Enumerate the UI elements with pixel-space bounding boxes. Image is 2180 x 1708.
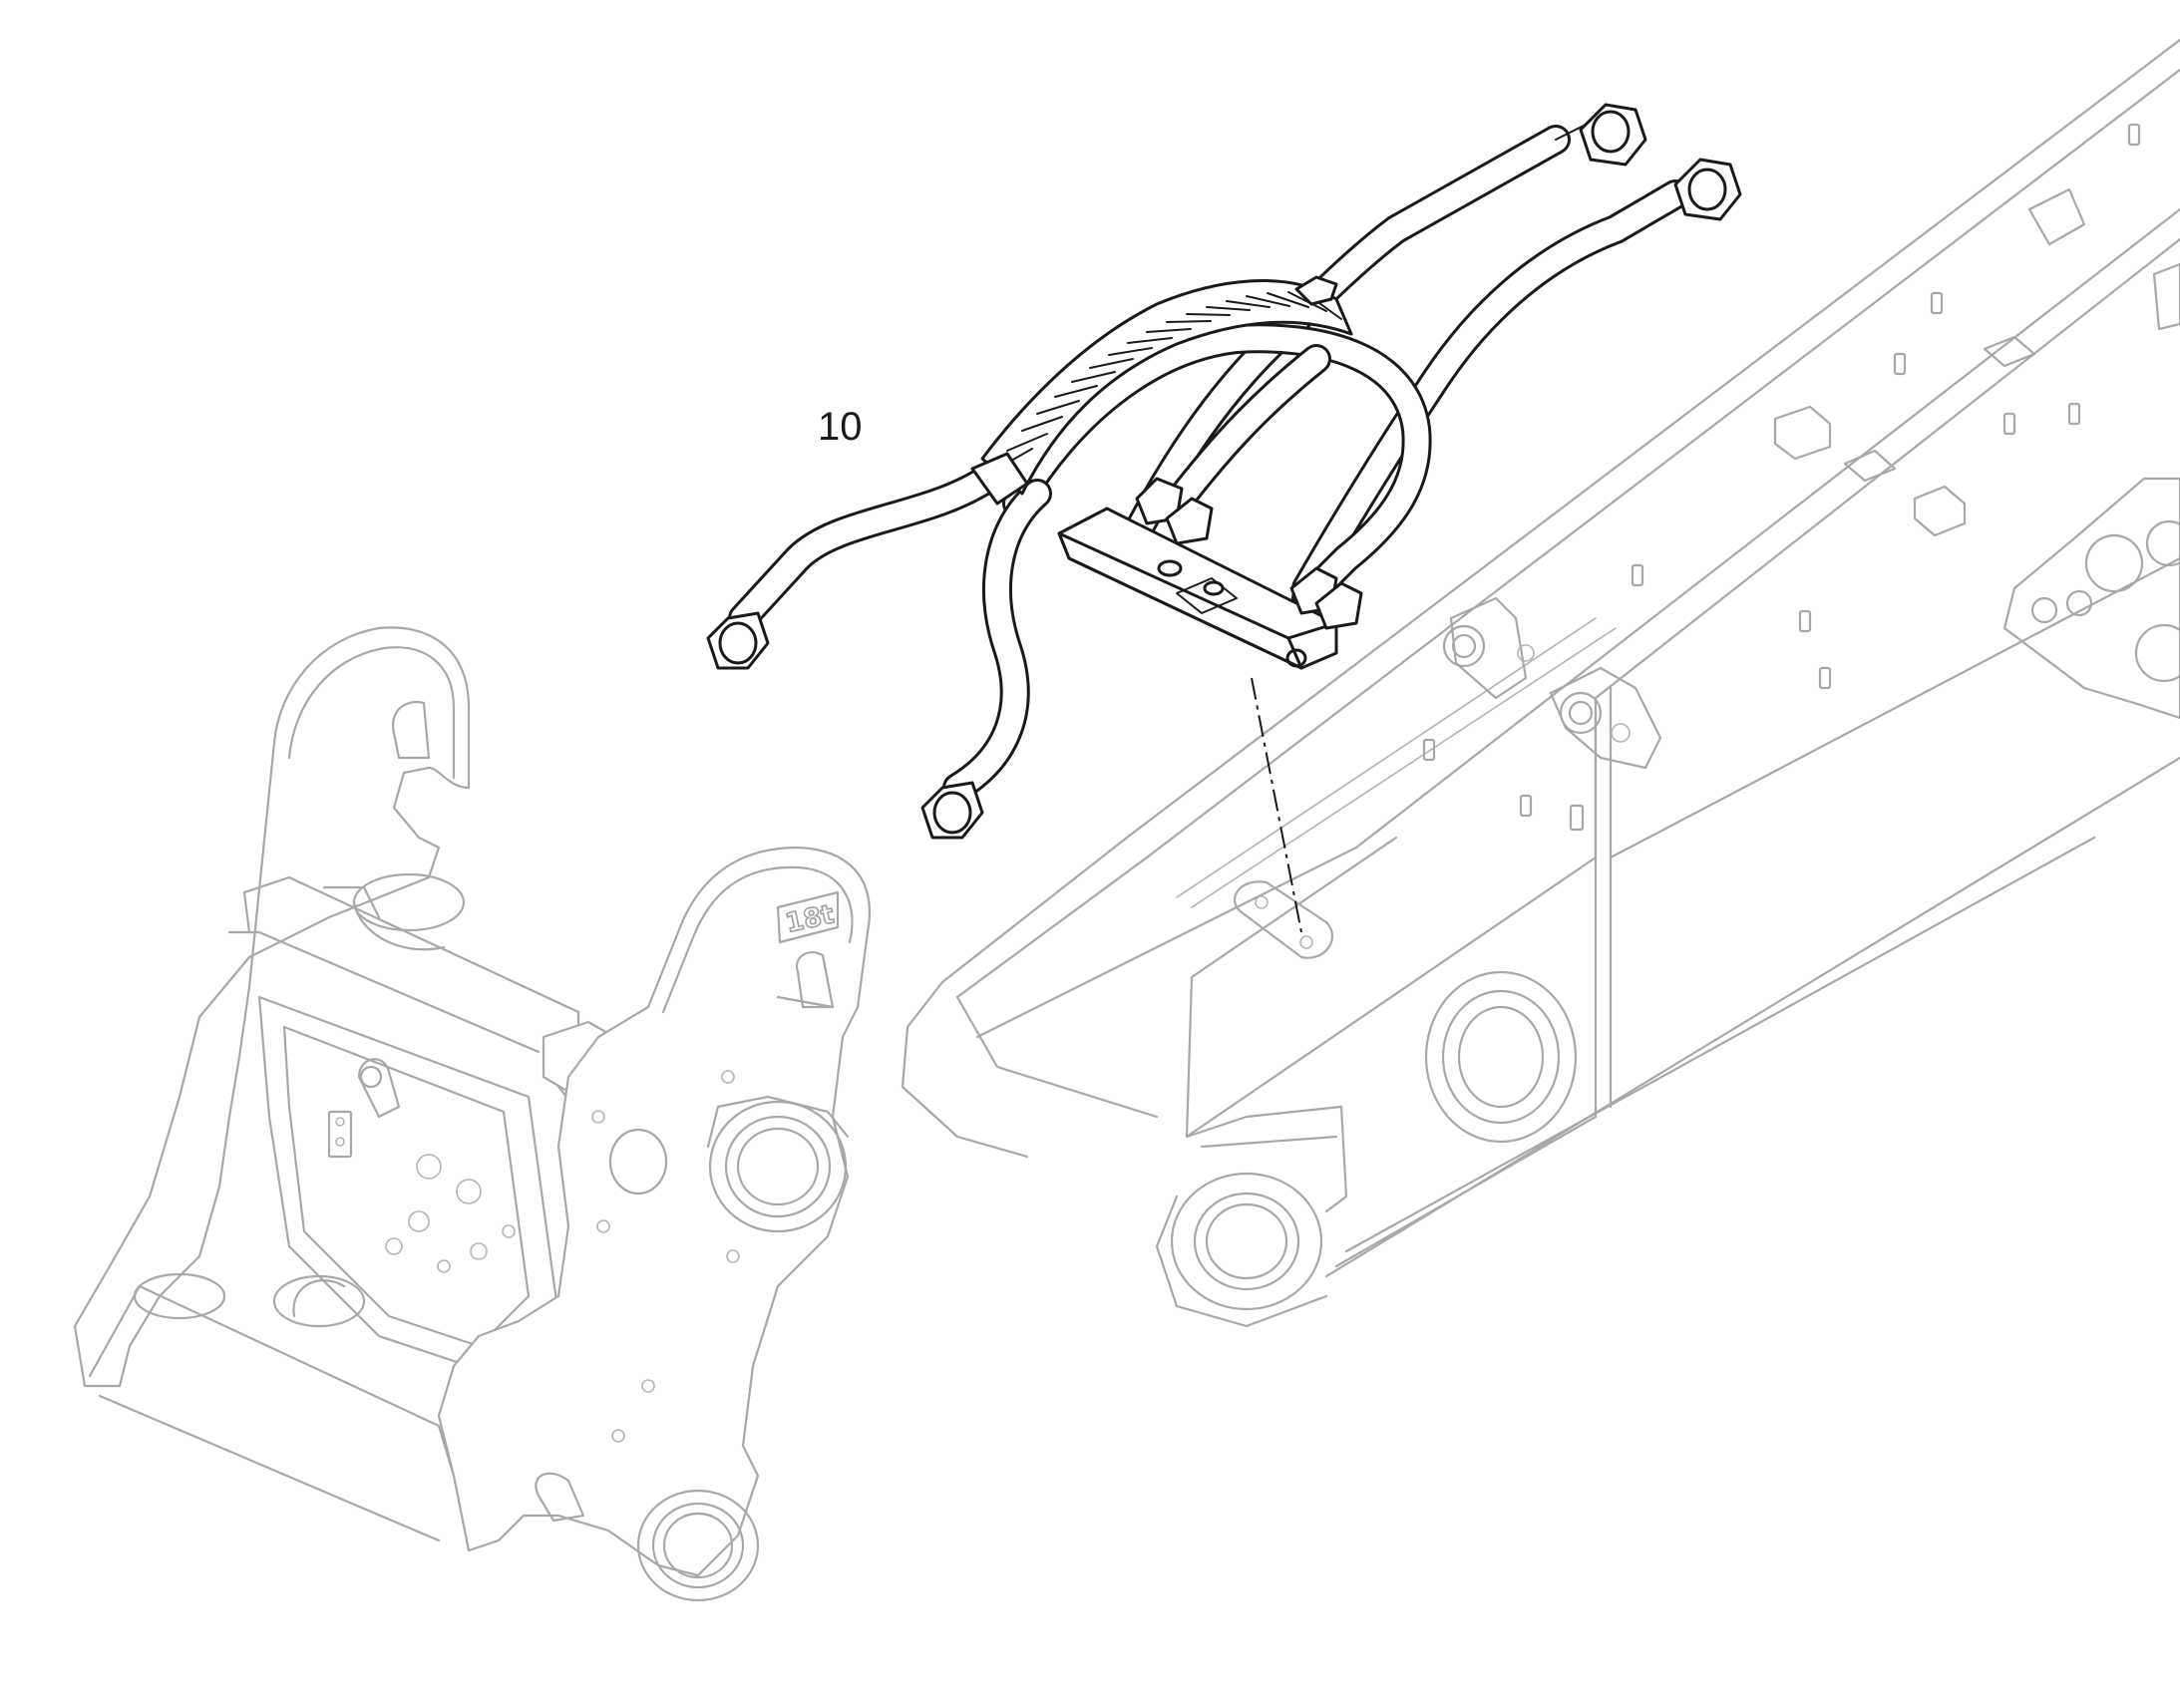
callout-label-10: 10 <box>818 405 863 449</box>
manifold-block <box>1057 507 1338 670</box>
hose-assembly <box>706 103 1742 840</box>
hose-loop-outer <box>1002 323 1432 613</box>
hose-loop-inner <box>1162 344 1331 518</box>
hose-lower <box>942 479 1052 803</box>
hinge-bracket <box>1442 596 1662 770</box>
manifold-fittings <box>1135 477 1363 630</box>
hose-left <box>728 464 1002 633</box>
quick-coupler: 18t <box>73 626 871 1602</box>
hose-end-fittings <box>706 103 1742 840</box>
spiral-sleeve <box>970 275 1353 506</box>
dipper-arm <box>901 38 2180 1328</box>
arm-blocks <box>1773 187 2180 537</box>
hose-second-right <box>1291 179 1690 603</box>
arm-studs <box>1422 123 2141 832</box>
assembly-leader-line <box>1251 677 1302 933</box>
